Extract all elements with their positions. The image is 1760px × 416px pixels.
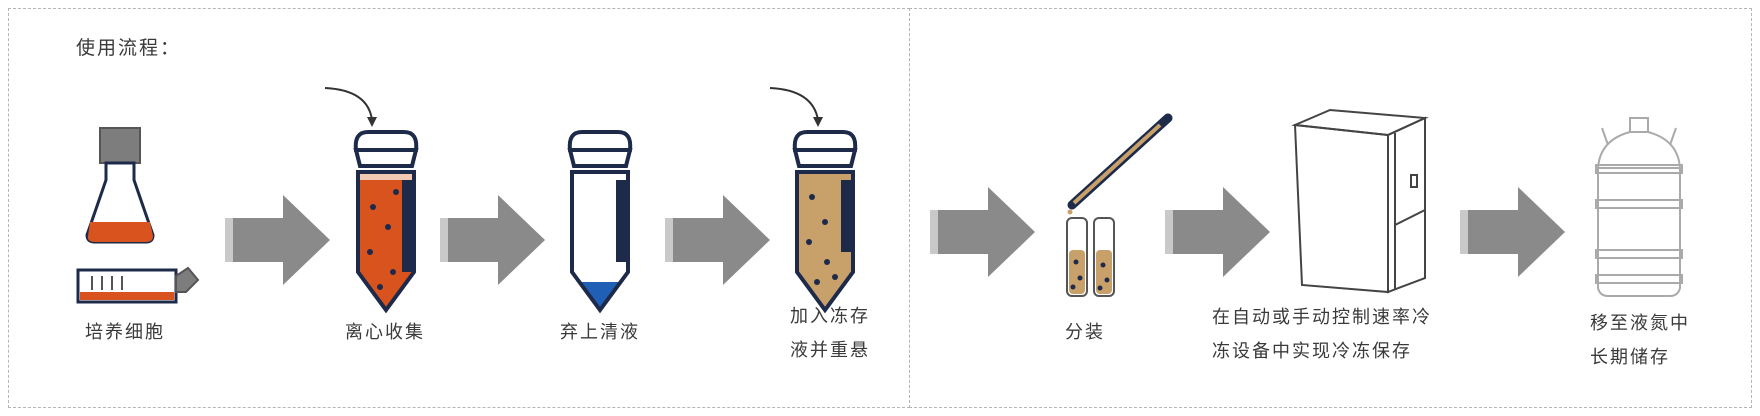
step-label-discard-supernatant: 弃上清液 [560,322,640,343]
step-arrow-2 [440,195,545,285]
right-panel [909,8,1752,408]
step-label-freeze-line2: 冻设备中实现冷冻保存 [1212,341,1412,362]
step-label-ln2-line2: 长期储存 [1590,347,1670,368]
culture-flask-icon [76,266,200,304]
step-label-resuspend-line2: 液并重悬 [790,340,870,361]
erlenmeyer-flask-icon [85,127,155,244]
step-arrow-4 [930,187,1035,277]
controlled-rate-freezer-icon [1291,108,1429,294]
add-arrow-icon-2 [769,87,819,121]
centrifuge-tube-pellet-icon [567,130,633,312]
step-label-resuspend-line1: 加入冻存 [790,306,870,327]
centrifuge-tube-orange-icon [353,130,419,312]
liquid-nitrogen-dewar-icon [1595,117,1683,297]
step-label-ln2-line1: 移至液氮中 [1590,313,1690,334]
centrifuge-tube-tan-icon [792,130,858,312]
step-arrow-3 [665,195,770,285]
step-label-centrifuge: 离心收集 [345,322,425,343]
step-label-freeze-line1: 在自动或手动控制速率冷 [1212,307,1432,328]
pipette-icon [1067,113,1173,215]
add-arrow-icon [324,87,373,121]
step-arrow-1 [225,195,330,285]
page-title: 使用流程： [76,37,182,59]
step-arrow-6 [1460,187,1565,277]
cryovials-icon [1066,217,1115,297]
step-arrow-5 [1165,187,1270,277]
step-label-culture-cells: 培养细胞 [85,322,165,343]
step-label-aliquot: 分装 [1065,322,1105,343]
